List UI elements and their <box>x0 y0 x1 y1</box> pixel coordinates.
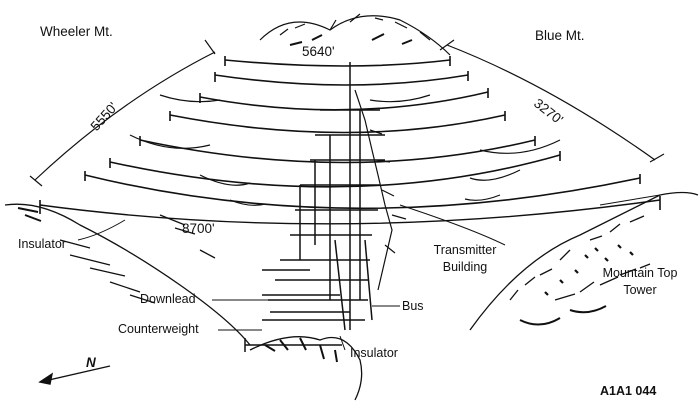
north-arrow <box>38 365 111 385</box>
span-label-main: 8700' <box>182 221 215 236</box>
terrain-left-slope <box>4 203 251 346</box>
dimension-lines <box>29 39 665 187</box>
callout-insulator-bottom: Insulator <box>350 346 398 360</box>
peak-label-right: Blue Mt. <box>535 28 585 43</box>
callout-downlead: Downlead <box>140 292 196 306</box>
leader-lines <box>77 194 661 351</box>
callout-transmitter-building: Transmitter Building <box>433 243 497 274</box>
figure-id: A1A1 044 <box>600 384 657 398</box>
span-label-top: 5640' <box>302 44 335 59</box>
terrain-center-bottom <box>249 336 363 401</box>
callout-insulator-left: Insulator <box>18 237 66 251</box>
callout-mountain-top-tower: Mountain Top Tower <box>602 266 678 297</box>
north-label: N <box>86 355 96 370</box>
callout-counterweight: Counterweight <box>118 322 199 336</box>
downlead-system <box>244 62 385 352</box>
terrain-right-slope <box>469 191 699 331</box>
terrain-center-top <box>259 13 451 56</box>
peak-label-left: Wheeler Mt. <box>40 24 113 39</box>
callout-bus: Bus <box>402 299 424 313</box>
